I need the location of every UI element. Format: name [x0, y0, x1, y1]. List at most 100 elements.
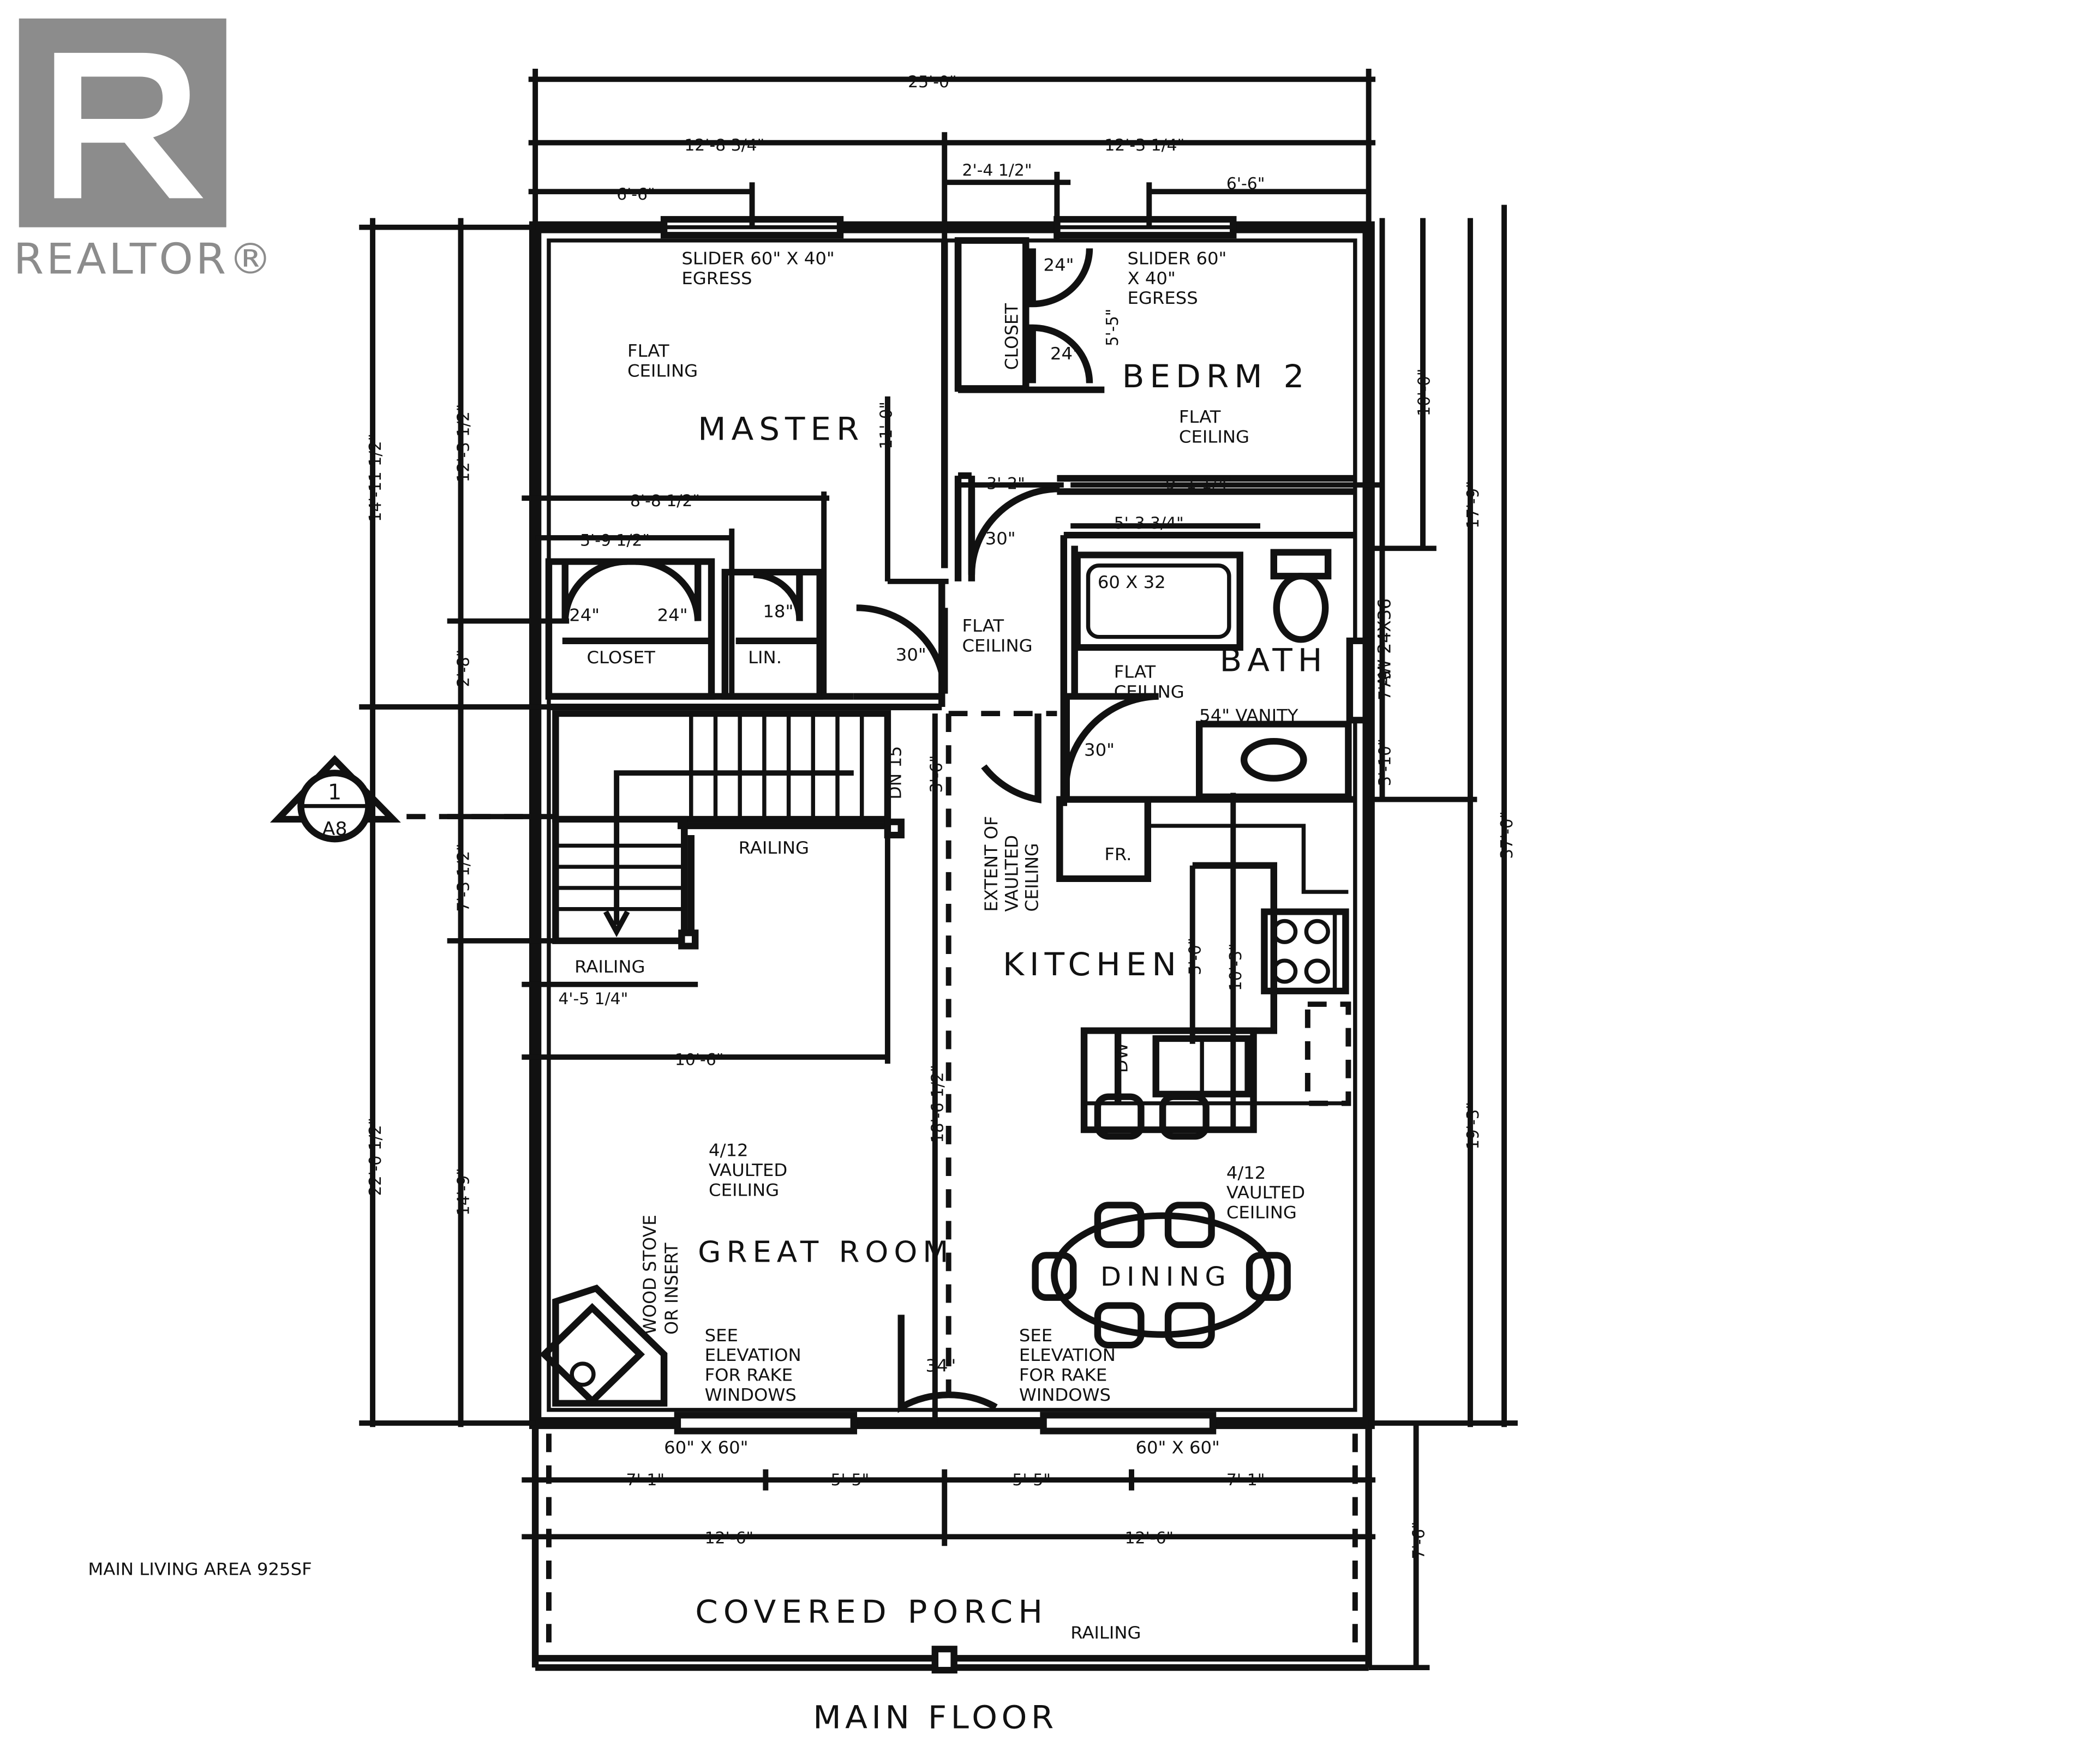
see-left-2: ELEVATION: [705, 1345, 801, 1366]
see-left-1: SEE: [705, 1325, 738, 1346]
slider-right-egress: EGRESS: [1128, 288, 1198, 309]
wood-stove: [539, 1284, 668, 1407]
dim-slider-left-offset: 6'-6": [616, 185, 655, 203]
room-kitchen: KITCHEN: [1003, 945, 1182, 982]
aw-window-label: AW 24X36: [1374, 598, 1394, 687]
dim-left-2-8: 2'-8": [454, 650, 472, 687]
bed2-closet-label: CLOSET: [1001, 303, 1022, 370]
bath-flat: FLAT: [1114, 662, 1156, 682]
dim-bath-depth: 7'-9": [1375, 663, 1394, 700]
island: [1080, 1027, 1257, 1133]
great-room-ceiling-label: CEILING: [709, 1180, 779, 1201]
railing-label-upper: RAILING: [739, 837, 809, 858]
dim-left-top: 14'-11 1/2": [366, 434, 385, 522]
dim-closet-depth: 5'-5": [1103, 309, 1122, 346]
dimension-lines: [359, 68, 1518, 1671]
bed2-ceiling: CEILING: [1179, 427, 1249, 447]
room-master: MASTER: [698, 410, 864, 447]
see-left-3: FOR RAKE: [705, 1365, 793, 1385]
dim-porch-12-6-left: 12'-6": [705, 1529, 754, 1547]
door-18: 18": [763, 601, 793, 622]
dim-great-10-6: 10'-6": [675, 1051, 724, 1069]
dim-master-closet-width: 8'-8 1/2": [630, 491, 700, 510]
dining-vault-label: VAULTED: [1226, 1183, 1305, 1203]
door-30-b: 30": [896, 645, 926, 665]
door-24-d: 24": [1050, 343, 1081, 364]
great-room-vault-pitch: 4/12: [709, 1140, 748, 1161]
dim-stair-7-3: 7'-3 1/2": [454, 844, 472, 912]
dim-porch-7-1-right: 7'-1": [1226, 1471, 1265, 1489]
section-number: 1: [328, 781, 342, 805]
bath-fixtures: [1074, 549, 1352, 800]
dim-overall-depth: 37'-0": [1498, 811, 1516, 859]
door-30-a: 30": [985, 528, 1016, 549]
dim-closet-width: 5'-9 1/2": [580, 531, 650, 550]
stair-dn-label: DN 15: [884, 746, 905, 800]
wood-stove-label: WOOD STOVE: [639, 1215, 660, 1335]
dim-right-19-3: 19'-3": [1464, 1102, 1482, 1149]
slider-right-label: SLIDER 60": [1128, 248, 1227, 269]
dim-hall-width: 2'-4 1/2": [962, 161, 1032, 180]
dim-hall: 3'-2": [986, 475, 1025, 493]
bathtub: [1074, 551, 1243, 651]
dim-stair-4-5: 4'-5 1/4": [558, 989, 628, 1008]
dim-vanity-depth: 3'-10": [1375, 739, 1394, 786]
area-note: MAIN LIVING AREA 925SF: [88, 1559, 312, 1580]
door-34: 34": [925, 1355, 956, 1376]
dim-overall-width: 25'-0": [908, 73, 957, 91]
dim-bed2-depth: 10'-0": [1415, 369, 1433, 416]
dishwasher-label: DW: [1111, 1043, 1132, 1073]
slider-left-egress: EGRESS: [681, 268, 752, 289]
window-left-size: 60" X 60": [664, 1437, 748, 1458]
vanity: [1195, 721, 1352, 800]
windows: [660, 216, 1369, 1435]
fridge: [1056, 796, 1152, 882]
door-24-c: 24": [1044, 255, 1074, 275]
room-covered-porch: COVERED PORCH: [695, 1593, 1048, 1630]
hall-ceiling: CEILING: [962, 635, 1033, 656]
door-24-b: 24": [657, 605, 688, 626]
extent-label-3: CEILING: [1021, 843, 1042, 912]
fridge-label: FR.: [1104, 844, 1132, 865]
see-left-4: WINDOWS: [705, 1384, 797, 1405]
exterior-wall: [529, 221, 1375, 1429]
vanity-label: 54" VANITY: [1199, 705, 1298, 726]
dim-left-22-0: 22'-0 1/2": [366, 1118, 385, 1196]
see-right-3: FOR RAKE: [1019, 1365, 1107, 1385]
dim-left-12-3: 12'-3 1/2": [454, 404, 472, 482]
hall-flat: FLAT: [962, 615, 1004, 636]
extent-label-1: EXTENT OF: [981, 816, 1002, 912]
dining-table: [1032, 1202, 1291, 1349]
see-right-1: SEE: [1019, 1325, 1052, 1346]
wood-stove-insert-label: OR INSERT: [661, 1243, 682, 1335]
dim-left-14-9: 14'-9": [454, 1168, 472, 1215]
toilet-tank: [1270, 549, 1332, 580]
room-dining: DINING: [1100, 1261, 1231, 1292]
dim-kitchen-10-3: 10'-3": [1226, 944, 1245, 991]
dim-porch-depth: 7'-6": [1409, 1522, 1428, 1559]
railing-label-lower: RAILING: [574, 956, 645, 977]
section-marker: 1 A8: [270, 755, 542, 843]
linen-label: LIN.: [748, 647, 782, 668]
covered-porch-outline: [531, 1423, 1372, 1674]
bed2-flat: FLAT: [1179, 407, 1221, 428]
railing-label-porch: RAILING: [1070, 1622, 1141, 1643]
dim-left-half: 12'-8 3/4": [684, 136, 764, 155]
master-ceiling: CEILING: [627, 361, 698, 381]
toilet-bowl: [1273, 573, 1329, 643]
dim-right-half: 12'-3 1/4": [1104, 136, 1184, 155]
dim-master-depth: 11'-0": [877, 401, 895, 449]
see-right-2: ELEVATION: [1019, 1345, 1116, 1366]
dim-bath-width: 9'-1 1/4": [1165, 475, 1235, 493]
dim-stair-3-6: 3'-6": [927, 755, 945, 793]
room-great-room: GREAT ROOM: [698, 1235, 954, 1269]
dim-vault-18-6: 18'-6 1/2": [928, 1065, 947, 1143]
window-right-size: 60" X 60": [1135, 1437, 1219, 1458]
tub-label: 60 X 32: [1098, 572, 1166, 592]
room-bath: BATH: [1219, 641, 1327, 679]
great-room-vault-label: VAULTED: [709, 1160, 787, 1180]
see-right-4: WINDOWS: [1019, 1384, 1111, 1405]
dim-tub-width: 5'-3 3/4": [1114, 514, 1184, 532]
realtor-logo: REALTOR®: [14, 18, 272, 284]
section-sheet: A8: [322, 818, 348, 839]
